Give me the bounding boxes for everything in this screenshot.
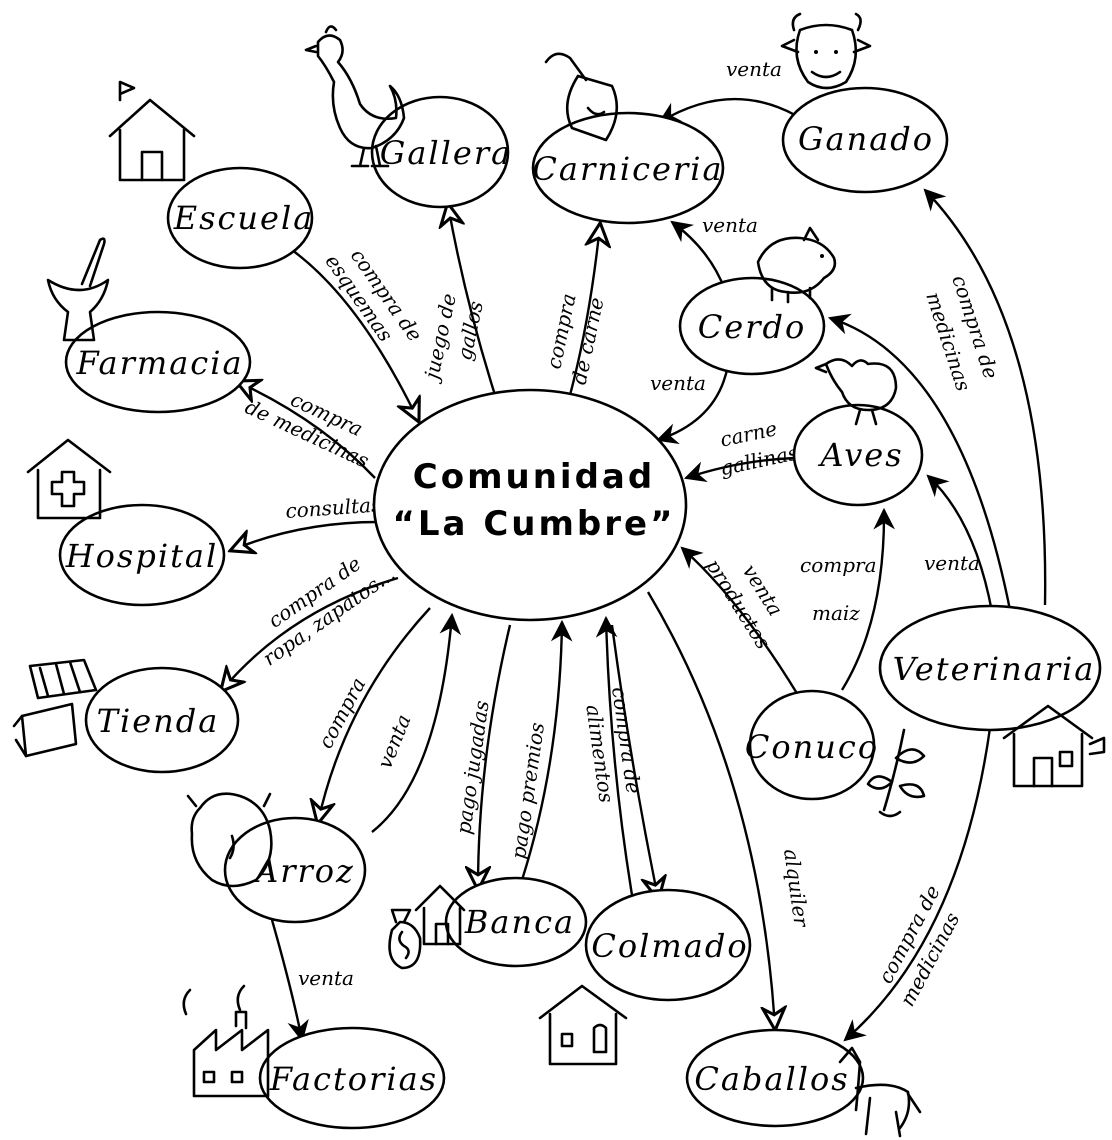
- mortar-pestle-icon: [46, 237, 110, 342]
- edge-arroz-comunidad: [371, 612, 462, 833]
- edge-label-juego-gallos: juego de gallos: [419, 291, 488, 385]
- edge-label-pago-premios: pago premios: [506, 721, 549, 861]
- edge-label-compra-maiz-1: compra: [800, 553, 877, 577]
- edges-layer: [222, 97, 1047, 1043]
- node-gallera: Gallera: [370, 95, 512, 209]
- edge-arroz-factorias: [270, 919, 309, 1043]
- nodes-layer: Comunidad “La Cumbre” Gallera Carniceria…: [58, 86, 1102, 1130]
- edge-comunidad-carniceria: [568, 225, 600, 396]
- node-label-gallera: Gallera: [380, 134, 512, 172]
- node-farmacia: Farmacia: [64, 310, 252, 414]
- edge-conuco-aves: [840, 507, 895, 691]
- edge-cerdo-comunidad: [655, 364, 730, 445]
- store-awning-icon: [12, 658, 98, 758]
- edge-escuela-comunidad: [291, 249, 418, 420]
- node-label-hospital: Hospital: [65, 537, 218, 575]
- node-label-veterinaria: Veterinaria: [893, 650, 1096, 688]
- horse-icon: [838, 1046, 922, 1138]
- edge-label-compra-medicinas-farmacia: compra de medicinas: [242, 387, 373, 473]
- hen-icon: [814, 358, 898, 426]
- node-label-cerdo: Cerdo: [698, 308, 806, 346]
- edge-comunidad-farmacia: [238, 382, 376, 479]
- node-colmado: Colmado: [584, 888, 752, 1002]
- edge-aves-comunidad: [683, 456, 796, 483]
- center-label-line1: Comunidad: [413, 457, 655, 497]
- icons-layer: [12, 12, 1106, 1138]
- edge-veterinaria-aves: [926, 474, 994, 613]
- edge-label-carne-gallinas: carne gallinas: [718, 416, 800, 480]
- node-caballos: Caballos: [685, 1028, 865, 1128]
- edge-label-compra-medicinas-caballos: compra de medicinas: [873, 881, 964, 1010]
- rooster-icon: [304, 25, 406, 168]
- node-factorias: Factorias: [258, 1026, 446, 1130]
- node-hospital: Hospital: [58, 503, 226, 607]
- node-ganado: Ganado: [781, 86, 949, 194]
- edge-label-venta-productos: venta productos: [701, 554, 787, 653]
- edge-label-venta-cerdo-comunidad: venta: [650, 371, 706, 395]
- edge-comunidad-arroz: [318, 607, 431, 822]
- node-label-caballos: Caballos: [694, 1060, 849, 1098]
- edge-comunidad-hospital: [232, 520, 379, 550]
- svg-text:juego de: juego de: [419, 291, 461, 385]
- edge-label-pago-jugadas: pago jugadas: [451, 699, 494, 836]
- node-label-conuco: Conuco: [745, 728, 879, 766]
- edge-label-venta-ganado: venta: [726, 57, 782, 81]
- edge-label-venta-aves: venta: [924, 551, 980, 575]
- edge-veterinaria-caballos: [843, 727, 992, 1042]
- edge-label-venta-factorias: venta: [298, 966, 354, 990]
- plant-icon: [866, 728, 926, 818]
- hospital-house-icon: [26, 438, 112, 520]
- shop-house-icon: [538, 984, 628, 1066]
- rice-sack-icon: [186, 792, 273, 888]
- node-aves: Aves: [792, 403, 924, 507]
- node-label-factorias: Factorias: [269, 1060, 438, 1098]
- node-label-tienda: Tienda: [97, 702, 220, 740]
- factory-icon: [182, 984, 270, 1098]
- edge-ganado-carniceria: [658, 97, 796, 124]
- node-arroz: Arroz: [223, 816, 367, 924]
- node-label-colmado: Colmado: [591, 927, 748, 965]
- edge-veterinaria-cerdo: [827, 313, 1012, 611]
- edge-comunidad-caballos: [646, 591, 775, 1028]
- edge-conuco-comunidad: [680, 546, 800, 696]
- school-house-icon: [108, 80, 196, 182]
- edge-label-venta-arroz: venta: [372, 711, 415, 772]
- edge-label-consultas: consultas: [285, 492, 382, 523]
- node-label-carniceria: Carniceria: [532, 150, 723, 188]
- vet-house-icon: [1002, 704, 1106, 788]
- edge-comunidad-banca: [478, 624, 512, 888]
- node-veterinaria: Veterinaria: [878, 604, 1102, 732]
- edge-label-compra-arroz: compra: [313, 674, 370, 753]
- edge-comunidad-gallera: [448, 205, 497, 396]
- money-bag-house-icon: [388, 884, 466, 970]
- node-label-arroz: Arroz: [252, 852, 355, 890]
- edge-veterinaria-ganado: [923, 188, 1047, 606]
- cow-icon: [780, 12, 872, 90]
- cleaver-icon: [544, 52, 619, 142]
- node-tienda: Tienda: [84, 666, 240, 774]
- edge-colmado-comunidad: [595, 615, 634, 896]
- node-label-aves: Aves: [817, 436, 903, 474]
- node-banca: Banca: [444, 876, 588, 968]
- edge-label-compra-carne: compra de carne: [541, 291, 608, 386]
- node-label-farmacia: Farmacia: [75, 344, 243, 382]
- node-conuco: Conuco: [745, 689, 879, 801]
- node-comunidad: Comunidad “La Cumbre”: [372, 388, 688, 622]
- edge-label-alquiler: alquiler: [779, 847, 814, 929]
- node-label-banca: Banca: [464, 903, 575, 941]
- edge-banca-comunidad: [520, 619, 573, 881]
- edge-comunidad-tienda: [222, 576, 399, 690]
- edge-label-venta-cerdo-carniceria: venta: [702, 213, 758, 237]
- edge-label-compra-maiz-2: maiz: [812, 601, 860, 625]
- center-label-line2: “La Cumbre”: [393, 504, 676, 544]
- edge-label-compra-ropa: compra de ropa, zapatos...: [258, 551, 399, 670]
- node-label-ganado: Ganado: [798, 120, 934, 158]
- node-label-escuela: Escuela: [173, 199, 315, 237]
- pig-icon: [756, 226, 837, 304]
- node-escuela: Escuela: [166, 166, 315, 270]
- edge-comunidad-colmado: [610, 624, 658, 898]
- node-carniceria: Carniceria: [531, 111, 725, 225]
